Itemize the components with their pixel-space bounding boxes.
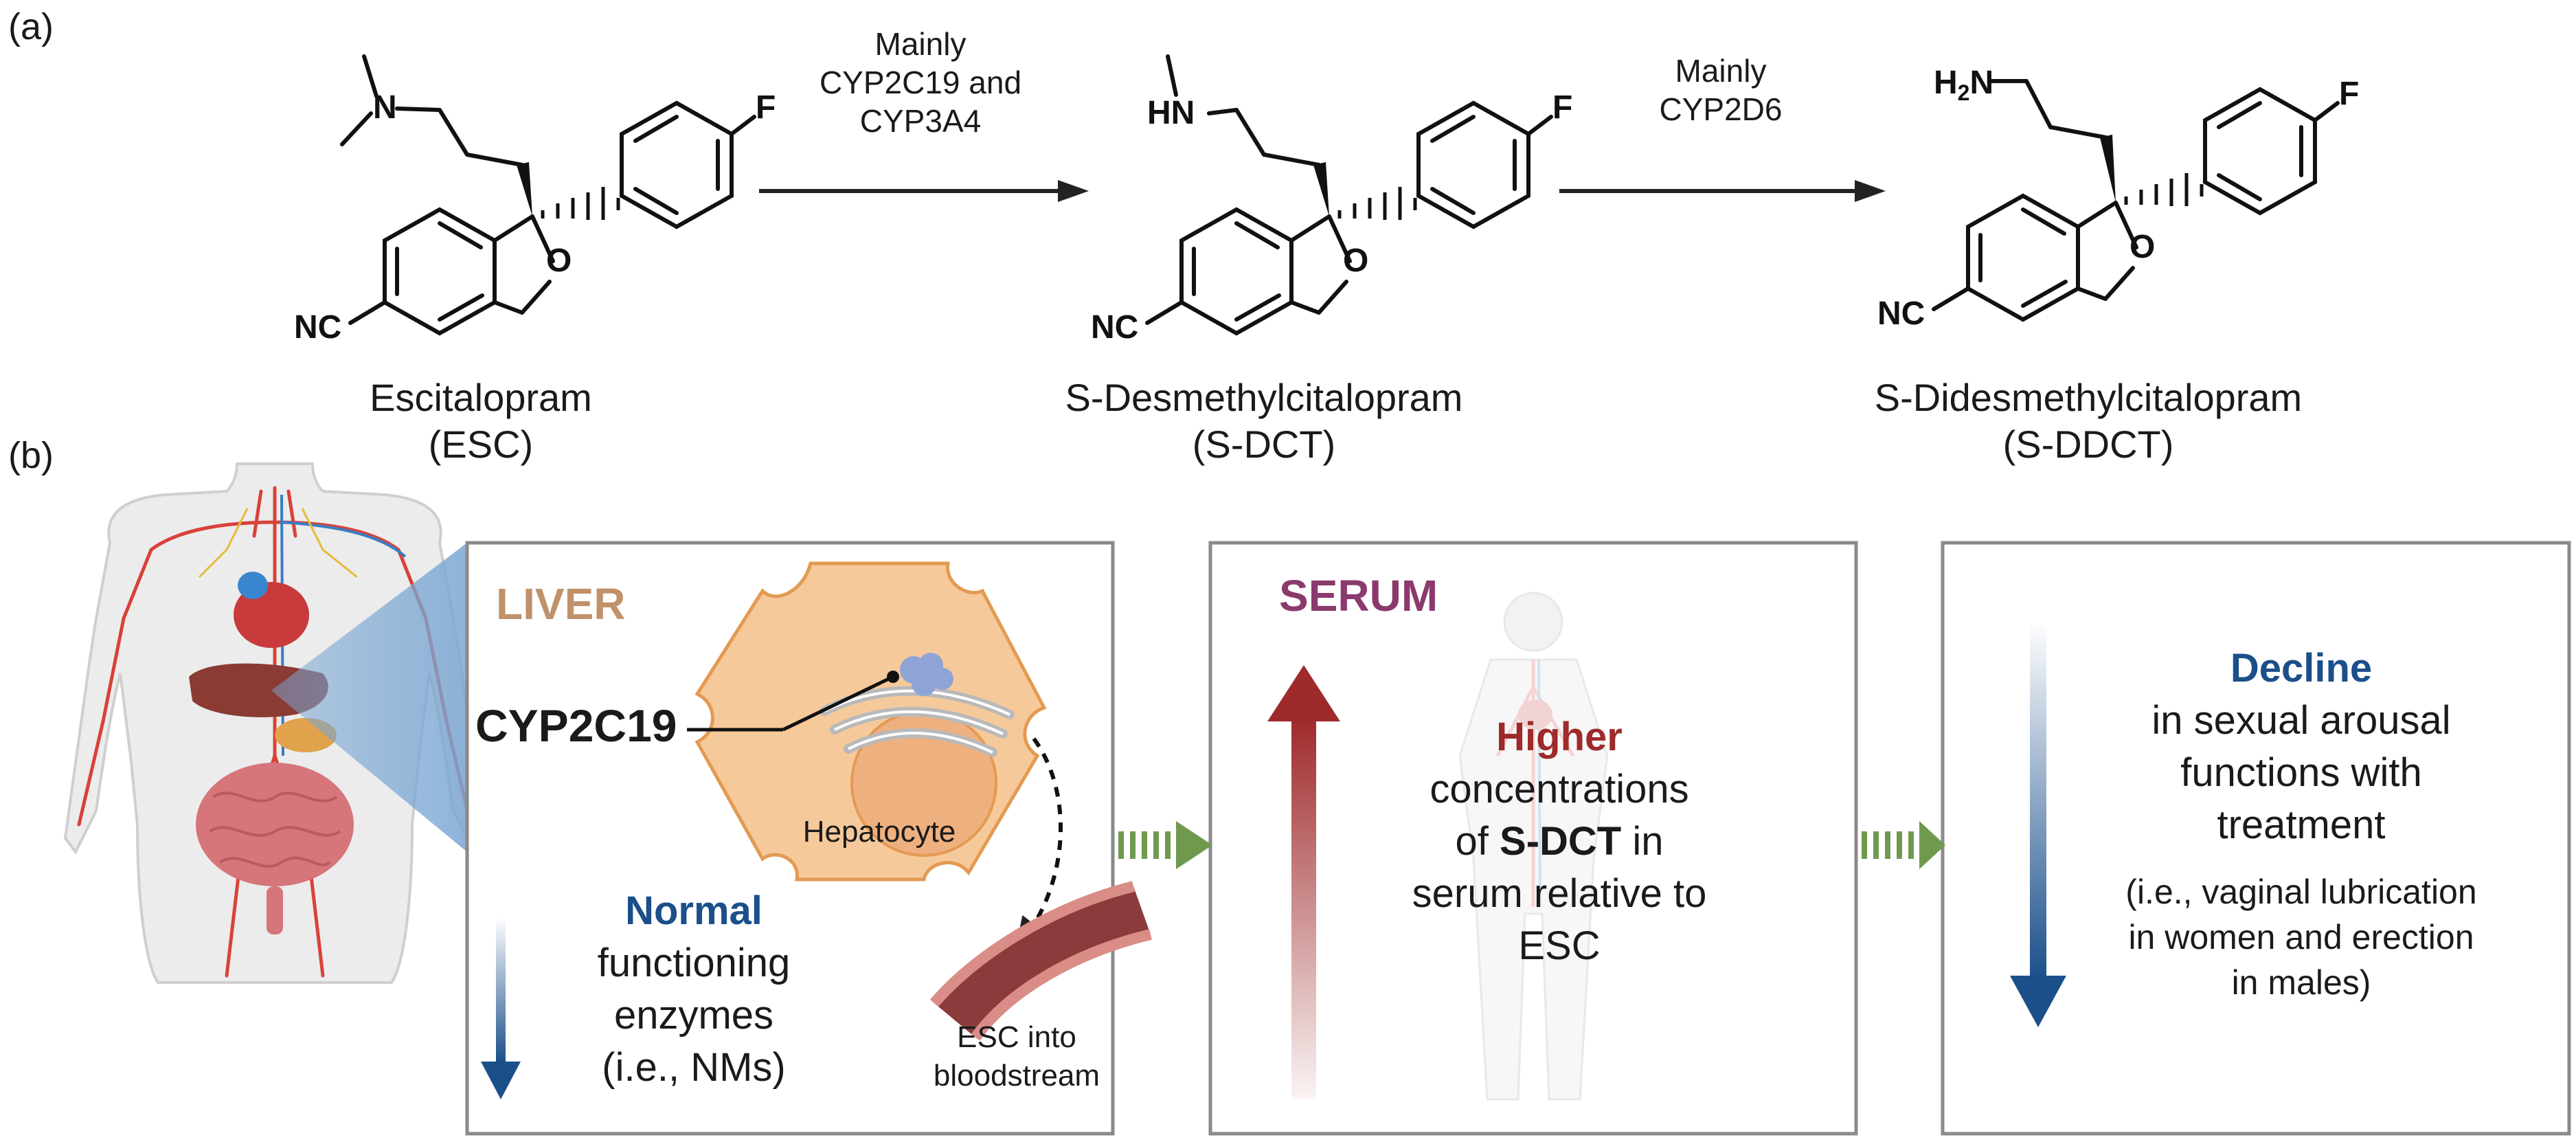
compound-name-esc: Escitalopram(ESC): [370, 376, 592, 466]
decline-examples: (i.e., vaginal lubrication in women and …: [2125, 873, 2477, 1002]
normal-enzymes-text: Normal functioning enzymes (i.e., NMs): [570, 885, 817, 1094]
mol3-oxygen-label: O: [2129, 229, 2155, 265]
serum-box: [1208, 541, 1858, 1136]
hepatocyte-cell: [694, 561, 1047, 882]
panel-label-b: (b): [8, 435, 54, 476]
mol2-nitrile-label: NC: [1091, 309, 1138, 346]
green-arrow-2: [1862, 821, 1945, 869]
mol1-nitrile-label: NC: [294, 309, 341, 346]
molecule-s-didesmethylcitalopram: H2N O F NC: [1877, 65, 2359, 332]
liver-down-arrow: [481, 917, 521, 1099]
normal-word: Normal: [625, 888, 762, 933]
mol3-fluoro-label: F: [2339, 76, 2359, 112]
reaction-arrow-1: [759, 180, 1089, 202]
effect-down-arrow: [2010, 622, 2066, 1027]
mol1-oxygen-label: O: [546, 243, 572, 279]
effect-box: [1941, 541, 2571, 1136]
compound-name-sddct: S-Didesmethylcitalopram(S-DDCT): [1874, 376, 2303, 466]
molecule-s-desmethylcitalopram: HN O F NC: [1091, 54, 1572, 346]
mol2-oxygen-label: O: [1343, 243, 1368, 279]
panel-label-a: (a): [8, 6, 54, 47]
higher-word: Higher: [1496, 715, 1623, 759]
cyp2c19-label: CYP2C19: [475, 700, 677, 751]
zoom-wedge: [271, 543, 467, 852]
mol3-amine-label: H2N: [1934, 65, 1993, 105]
decline-text: Decline in sexual arousal functions with…: [2068, 642, 2535, 851]
mol2-fluoro-label: F: [1552, 89, 1572, 126]
serum-title: SERUM: [1279, 571, 1438, 620]
hepatocyte-label: Hepatocyte: [802, 815, 956, 849]
liver-title: LIVER: [496, 579, 626, 629]
blood-vessel: [929, 881, 1152, 1041]
mol3-nitrile-label: NC: [1877, 295, 1925, 332]
molecule-escitalopram: N O F NC: [294, 54, 776, 346]
decline-word: Decline: [2230, 646, 2373, 691]
serum-up-arrow: [1267, 665, 1340, 1099]
mol1-amine-label: N: [373, 89, 397, 126]
mol2-amine-label: HN: [1147, 95, 1195, 131]
serum-higher-text: Higher concentrations of S-DCT in serum …: [1340, 711, 1779, 972]
serum-body-silhouette: [1458, 592, 1609, 1101]
cyp2c19-pointer: [687, 671, 899, 732]
mol1-fluoro-label: F: [756, 89, 776, 126]
dashed-transport-arrow: [1015, 737, 1063, 952]
compound-name-sdct: S-Desmethylcitalopram(S-DCT): [1065, 376, 1463, 466]
green-arrow-1: [1118, 821, 1212, 869]
human-body-illustration: [63, 462, 486, 984]
reaction-arrow-2: [1559, 180, 1886, 202]
